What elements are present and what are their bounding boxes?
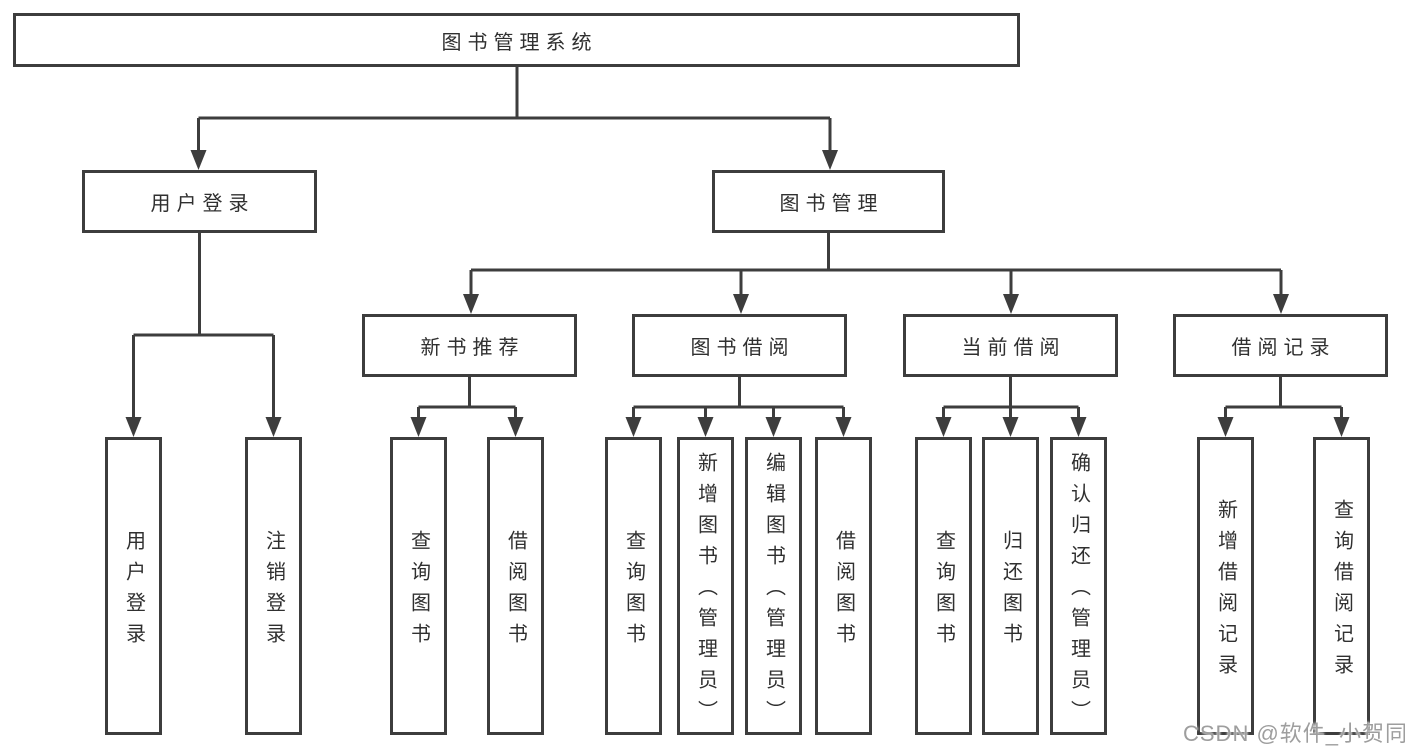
arrow-down-icon	[1333, 417, 1350, 437]
arrow-down-icon	[1217, 417, 1234, 437]
arrow-down-icon	[410, 417, 427, 437]
leaf-query-borrow-record: 查询借阅记录	[1313, 437, 1370, 735]
node-label: 借阅记录	[1231, 337, 1336, 359]
leaf-query-books: 查询图书	[390, 437, 447, 735]
node-label: 查询借阅记录	[1330, 498, 1353, 685]
node-label: 用户登录	[150, 193, 255, 215]
node-label: 图书管理系统	[441, 31, 598, 54]
node-label: 借阅图书	[504, 529, 527, 654]
edge-book-mgmt-to-level3	[469, 233, 1283, 297]
arrow-down-icon	[1003, 294, 1019, 314]
node-root-system: 图书管理系统	[13, 13, 1020, 67]
node-label: 当前借阅	[961, 337, 1066, 359]
node-label: 确认归还（管理员）	[1067, 452, 1090, 731]
node-user-login: 用户登录	[82, 170, 317, 233]
leaf-borrow-books: 借阅图书	[815, 437, 872, 735]
node-label: 新书推荐	[420, 337, 525, 359]
leaf-query-books: 查询图书	[915, 437, 972, 735]
csdn-watermark: CSDN @软件_小贺同学	[1183, 721, 1405, 746]
edge-new-books-to-leaves	[417, 377, 517, 419]
node-book-borrow: 图书借阅	[632, 314, 847, 377]
arrow-down-icon	[765, 417, 782, 437]
arrow-down-icon	[935, 417, 952, 437]
leaf-logout: 注销登录	[245, 437, 302, 735]
arrow-down-icon	[822, 150, 838, 170]
node-label: 新增图书（管理员）	[694, 452, 717, 731]
node-label: 图书管理	[779, 193, 884, 215]
node-label: 查询图书	[622, 529, 645, 654]
arrow-down-icon	[507, 417, 524, 437]
node-label: 用户登录	[122, 529, 145, 654]
leaf-return-books: 归还图书	[982, 437, 1039, 735]
node-current-borrow: 当前借阅	[903, 314, 1118, 377]
leaf-add-books-admin: 新增图书（管理员）	[677, 437, 734, 735]
leaf-confirm-return-admin: 确认归还（管理员）	[1050, 437, 1107, 735]
edge-root-to-level2	[197, 67, 832, 152]
arrow-down-icon	[125, 417, 142, 437]
arrow-down-icon	[697, 417, 714, 437]
leaf-query-books: 查询图书	[605, 437, 662, 735]
arrowheads	[125, 150, 1350, 437]
arrow-down-icon	[1002, 417, 1019, 437]
leaf-borrow-books: 借阅图书	[487, 437, 544, 735]
leaf-user-login: 用户登录	[105, 437, 162, 735]
node-label: 编辑图书（管理员）	[762, 452, 785, 731]
arrow-down-icon	[1273, 294, 1289, 314]
arrow-down-icon	[625, 417, 642, 437]
node-book-management: 图书管理	[712, 170, 945, 233]
leaf-add-borrow-record: 新增借阅记录	[1197, 437, 1254, 735]
node-label: 查询图书	[932, 529, 955, 654]
node-label: 新增借阅记录	[1214, 498, 1237, 685]
node-label: 注销登录	[262, 529, 285, 654]
edge-user-login-to-leaves	[132, 233, 275, 419]
arrow-down-icon	[835, 417, 852, 437]
arrow-down-icon	[265, 417, 282, 437]
node-label: 图书借阅	[690, 337, 795, 359]
arrow-down-icon	[190, 150, 207, 170]
edge-book-borrow-to-leaves	[632, 377, 845, 419]
arrow-down-icon	[733, 294, 749, 314]
edge-current-borrow-to-leaves	[942, 377, 1080, 419]
arrow-down-icon	[463, 294, 479, 314]
node-label: 借阅图书	[832, 529, 855, 654]
leaf-edit-books-admin: 编辑图书（管理员）	[745, 437, 802, 735]
arrow-down-icon	[1070, 417, 1087, 437]
edge-borrow-records-to-leaves	[1224, 377, 1343, 419]
node-new-book-recommend: 新书推荐	[362, 314, 577, 377]
node-label: 归还图书	[999, 529, 1022, 654]
node-label: 查询图书	[407, 529, 430, 654]
node-borrow-records: 借阅记录	[1173, 314, 1388, 377]
